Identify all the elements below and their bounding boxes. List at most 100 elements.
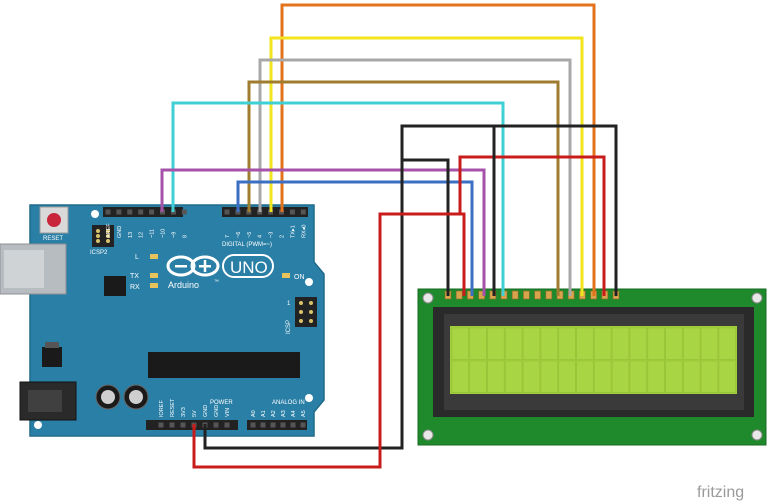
led-tx (150, 273, 158, 278)
digital-pin-hole (105, 209, 111, 215)
analog-pin-label: A4 (291, 410, 297, 417)
wire-yellow (269, 36, 584, 296)
arduino-logo (166, 255, 220, 277)
digital-pin-hole (149, 209, 155, 215)
digital-pin-label: 13 (128, 232, 134, 238)
lcd-char-cell (594, 327, 612, 360)
digital-pin-label: 8 (182, 235, 188, 238)
wire-red-5v (192, 212, 466, 469)
icsp2-label: ICSP2 (90, 250, 108, 256)
usb-connector-inner (4, 250, 44, 288)
digital-pin-label: RX◂0 (301, 225, 307, 238)
digital-pin-hole (181, 209, 187, 215)
led-on (282, 273, 290, 278)
lcd-char-cell (629, 327, 647, 360)
lcd-char-cell (487, 327, 505, 360)
digital-pin-label: 2 (280, 235, 286, 238)
regulator-tab (45, 342, 59, 348)
lcd-pin (511, 290, 519, 300)
lcd-mount-hole (751, 292, 763, 304)
capacitor (123, 384, 149, 410)
led-l (150, 254, 158, 259)
lcd-char-cell (522, 360, 541, 393)
analog-pin-label: A0 (251, 410, 257, 417)
lcd-char-cell (683, 360, 701, 393)
lcd-pin (545, 290, 553, 300)
power-pin-hole (158, 422, 164, 428)
power-pin-label: 3V3 (181, 407, 187, 417)
digital-pin-label: ~5 (247, 232, 253, 238)
analog-pin-label: A2 (271, 410, 277, 417)
wire-brown (247, 80, 560, 296)
arduino-wordmark: Arduino (168, 280, 199, 290)
atmega-chip (148, 352, 300, 378)
digital-pin-label: ~11 (150, 229, 156, 238)
digital-pin-hole (224, 209, 230, 215)
lcd-char-cell (540, 360, 558, 393)
lcd-char-cell (576, 360, 594, 393)
lcd-char-cell (611, 327, 630, 360)
lcd-char-cell (700, 360, 719, 393)
analog-pin-hole (260, 422, 266, 428)
lcd-pin (523, 290, 530, 300)
digital-pin-hole (300, 209, 306, 215)
lcd-character-grid (451, 327, 736, 393)
digital-pin-hole (138, 209, 144, 215)
lcd-pin (534, 290, 541, 300)
lcd-char-cell (451, 327, 469, 360)
analog-pin-hole (300, 422, 306, 428)
lcd-char-cell (647, 327, 665, 360)
digital-pin-label: 12 (139, 232, 145, 238)
lcd-mount-hole (751, 429, 763, 441)
lcd-char-cell (665, 327, 683, 360)
wire-red-backlight (458, 155, 606, 296)
voltage-regulator (42, 347, 62, 367)
wires (160, 3, 618, 469)
lcd-char-cell (469, 327, 487, 360)
icsp-label: ICSP (286, 320, 292, 334)
digital-pin-label: 7 (225, 235, 231, 238)
lcd-char-cell (700, 327, 719, 360)
led-rx-label: RX (130, 284, 140, 291)
uno-badge (222, 254, 274, 278)
analog-pin-label: A1 (261, 410, 267, 417)
power-label: POWER (210, 400, 233, 406)
digital-label: DIGITAL (PWM=~) (222, 242, 272, 248)
board-outline (29, 204, 325, 437)
lcd-char-cell (505, 360, 523, 393)
led-tx-label: TX (130, 273, 139, 280)
analog-label: ANALOG IN (272, 400, 305, 406)
board-mount-hole (34, 421, 42, 429)
power-pin-label: GND (214, 405, 220, 417)
lcd-char-cell (451, 360, 469, 393)
lcd-char-cell (487, 360, 505, 393)
analog-pin-hole (280, 422, 286, 428)
analog-pin-hole (290, 422, 296, 428)
analog-pin-label: A3 (281, 410, 287, 417)
lcd-char-cell (505, 327, 523, 360)
power-pin-hole (224, 422, 230, 428)
digital-pin-label: AREF (106, 223, 112, 238)
lcd-char-cell (558, 327, 576, 360)
uno-label: UNO (230, 258, 268, 277)
power-pin-label: IOREF (159, 400, 165, 417)
lcd-char-cell (683, 327, 701, 360)
lcd-char-cell (522, 327, 541, 360)
wire-black-ground (203, 124, 618, 450)
digital-pin-hole (116, 209, 122, 215)
power-pin-hole (169, 422, 175, 428)
digital-pin-label: ~9 (171, 232, 177, 238)
lcd-char-cell (576, 327, 594, 360)
analog-pin-label: A5 (301, 410, 307, 417)
digital-pin-label: GND (117, 226, 123, 238)
wire-gray (258, 58, 572, 296)
lcd-char-cell (718, 327, 736, 360)
lcd-char-cell (629, 360, 647, 393)
fritzing-watermark: fritzing (697, 484, 744, 501)
digital-pin-hole (289, 209, 295, 215)
digital-header-right (222, 207, 308, 217)
power-pin-label: GND (203, 405, 209, 417)
